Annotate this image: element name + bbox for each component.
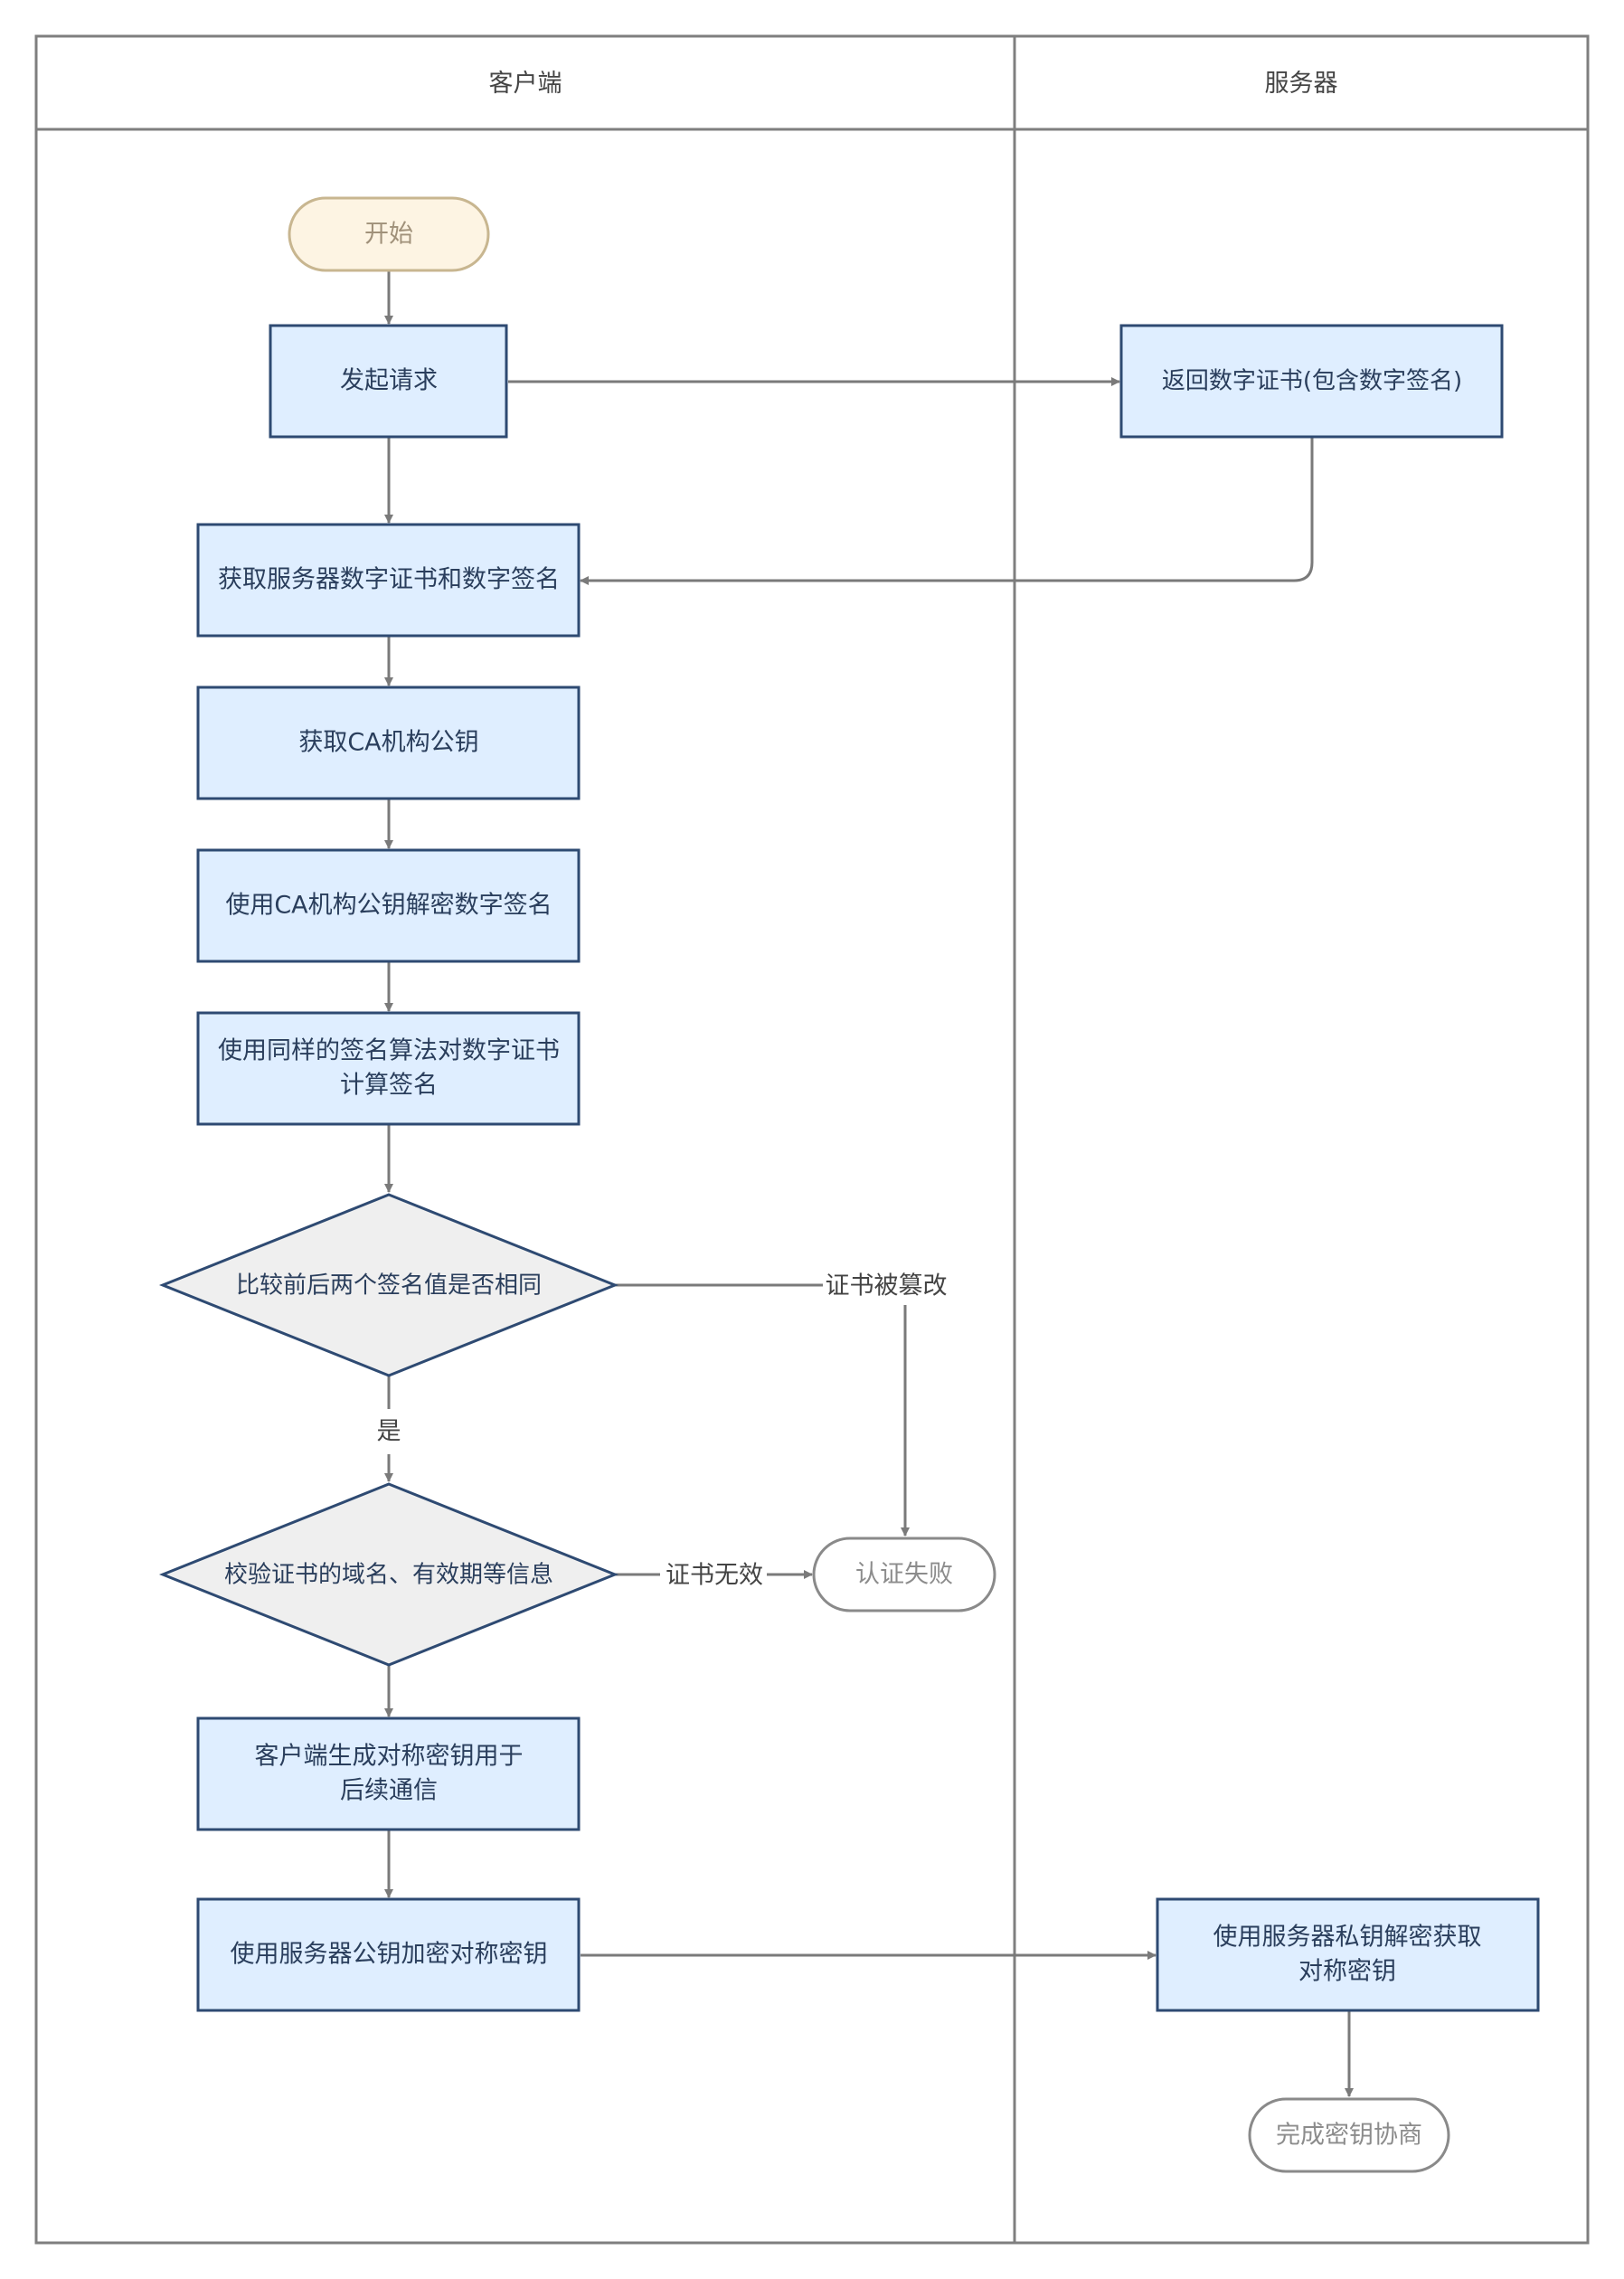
send-request-box <box>269 324 508 439</box>
gen-key-box <box>196 1716 581 1831</box>
decrypt-sig-box <box>196 848 581 963</box>
swimlane-frame <box>34 34 1590 2245</box>
edge-server-to-getcert <box>580 438 1314 585</box>
verify-info-decision <box>158 1482 619 1667</box>
get-ca-key-label: 获取CA机构公钥 <box>298 729 478 757</box>
edge-label-tampered: 证书被篡改 <box>826 1272 948 1300</box>
edge-label-invalid: 证书无效 <box>666 1562 763 1590</box>
send-request-label: 发起请求 <box>340 367 438 395</box>
decrypt-key-label-line2: 对称密钥 <box>1298 1958 1396 1986</box>
start-terminal-label: 开始 <box>364 221 413 249</box>
get-cert-sig-label: 获取服务器数字证书和数字签名 <box>218 566 560 594</box>
decrypt-key-box <box>1156 1897 1540 2012</box>
get-cert-sig-box <box>196 523 581 638</box>
compute-sig-box <box>196 1011 581 1126</box>
gen-key-label-line1: 客户端生成对称密钥用于 <box>255 1743 524 1771</box>
encrypt-key-box <box>196 1897 581 2012</box>
start-terminal <box>288 196 490 272</box>
connectors <box>384 271 1354 2097</box>
decrypt-sig-label: 使用CA机构公钥解密数字签名 <box>225 892 552 920</box>
compare-sig-label: 比较前后两个签名值是否相同 <box>236 1272 542 1300</box>
compute-sig-label-line2: 计算签名 <box>340 1072 438 1100</box>
lane-header-server: 服务器 <box>1265 70 1338 98</box>
get-ca-key-box <box>196 686 581 800</box>
return-cert-box <box>1119 324 1504 439</box>
decrypt-key-label-line1: 使用服务器私钥解密获取 <box>1213 1924 1482 1952</box>
compare-sig-decision <box>158 1193 619 1377</box>
done-terminal <box>1248 2097 1450 2173</box>
lane-header-client: 客户端 <box>489 70 562 98</box>
done-label: 完成密钥协商 <box>1276 2122 1422 2150</box>
swimlane-border <box>34 34 1590 2245</box>
compute-sig-label-line1: 使用同样的签名算法对数字证书 <box>218 1037 560 1065</box>
gen-key-label-line2: 后续通信 <box>340 1777 438 1805</box>
auth-fail-terminal <box>812 1537 996 1612</box>
edge-label-yes: 是 <box>377 1418 401 1446</box>
encrypt-key-label: 使用服务器公钥加密对称密钥 <box>231 1941 548 1969</box>
return-cert-label: 返回数字证书(包含数字签名) <box>1162 368 1462 395</box>
verify-info-label: 校验证书的域名、有效期等信息 <box>224 1562 553 1589</box>
auth-fail-label: 认证失败 <box>855 1561 953 1589</box>
